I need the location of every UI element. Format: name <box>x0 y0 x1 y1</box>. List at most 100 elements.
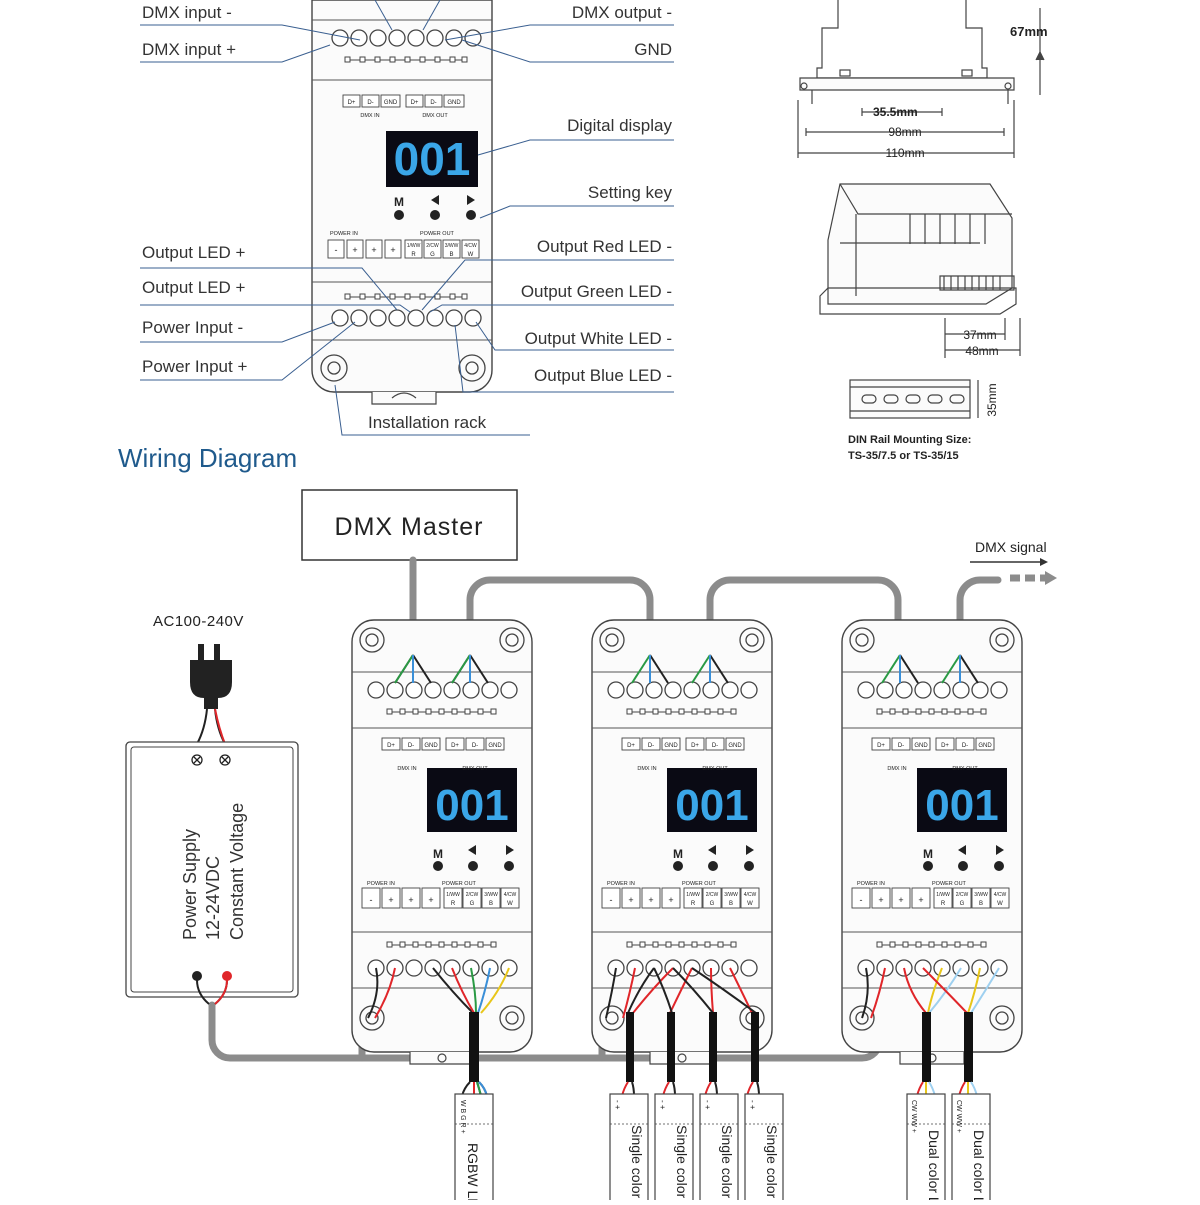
dmx-terminal-2-2: GND <box>664 743 678 749</box>
label-output-white: Output White LED - <box>525 329 672 348</box>
key-m-3: M <box>923 847 933 861</box>
led-strip-single-4 <box>744 1093 784 1205</box>
dim-48mm: 48mm <box>965 344 998 358</box>
strip-pins-single-4: - + <box>748 1100 757 1110</box>
dmx-out-1: DMX OUT <box>462 766 488 772</box>
dim-35-5mm: 35.5mm <box>873 105 918 119</box>
dim-37mm: 37mm <box>963 328 996 342</box>
dmx-terminal-2-0: D+ <box>627 743 635 749</box>
channel-3-2: 3/WW <box>974 892 988 898</box>
psu-line1: Power Supply <box>180 829 200 940</box>
label-power-input-plus: Power Input + <box>142 357 247 376</box>
strip-pins-rgbw: W B G R + <box>459 1100 466 1134</box>
dmx-terminal-1-1: D- <box>408 743 414 749</box>
power-terminal-3-2: + <box>898 895 903 905</box>
strip-label-dual-1: Dual color L <box>926 1130 942 1200</box>
top-dmx-out: DMX OUT <box>422 113 448 119</box>
channel-1-1: 2/CW <box>466 892 479 898</box>
dmx-terminal-3-1: D- <box>898 743 904 749</box>
top-dmx-terminal-0: D+ <box>348 100 356 106</box>
psu-line3: Constant Voltage <box>227 803 247 940</box>
channel-3-0: 1/WW <box>936 892 950 898</box>
top-power-terminal-2: + <box>371 245 376 255</box>
channel-letter-3-2: B <box>979 901 983 907</box>
dmx-terminal-1-5: GND <box>488 743 502 749</box>
dmx-terminal-2-3: D+ <box>691 743 699 749</box>
top-dmx-terminal-4: D- <box>430 100 436 106</box>
wiring-diagram <box>125 489 1057 1205</box>
key-m-1: M <box>433 847 443 861</box>
dmx-in-2: DMX IN <box>637 766 656 772</box>
power-out-2: POWER OUT <box>682 881 717 887</box>
top-power-terminal-3: + <box>390 245 395 255</box>
strip-pins-dual-2: CW WW + <box>955 1100 962 1133</box>
channel-letter-1-1: G <box>470 901 475 907</box>
top-channel-3: 4/CW <box>464 243 477 249</box>
dmx-terminal-1-0: D+ <box>387 743 395 749</box>
label-setting-key: Setting key <box>588 183 673 202</box>
top-channel-letter-2: B <box>449 252 453 258</box>
top-display-digits: 001 <box>394 133 471 185</box>
top-dmx-terminal-3: D+ <box>411 100 419 106</box>
power-out-1: POWER OUT <box>442 881 477 887</box>
label-power-input-minus: Power Input - <box>142 318 243 337</box>
top-channel-0: 1/WW <box>407 243 421 249</box>
dmx-terminal-2-1: D- <box>648 743 654 749</box>
channel-letter-3-1: G <box>960 901 965 907</box>
channel-1-0: 1/WW <box>446 892 460 898</box>
label-digital-display: Digital display <box>567 116 672 135</box>
strip-label-rgbw: RGBW LE <box>465 1143 481 1200</box>
strip-label-dual-2: Dual color L <box>971 1130 987 1200</box>
din-rail-line2: TS-35/7.5 or TS-35/15 <box>848 450 959 462</box>
strip-label-single-4: Single color L <box>764 1125 780 1200</box>
top-channel-2: 3/WW <box>445 243 459 249</box>
dmx-terminal-2-4: D- <box>712 743 718 749</box>
strip-pins-single-2: - + <box>658 1100 667 1110</box>
top-dmx-terminal-5: GND <box>447 100 461 106</box>
top-dmx-terminal-1: D- <box>367 100 373 106</box>
top-dmx-in: DMX IN <box>360 113 379 119</box>
channel-2-3: 4/CW <box>744 892 757 898</box>
power-terminal-1-2: + <box>408 895 413 905</box>
label-installation-rack: Installation rack <box>368 413 487 432</box>
label-dmx-input-plus: DMX input + <box>142 40 236 59</box>
top-power-out: POWER OUT <box>420 231 455 237</box>
top-channel-letter-3: W <box>468 252 474 258</box>
channel-letter-3-3: W <box>997 901 1003 907</box>
channel-letter-2-1: G <box>710 901 715 907</box>
dmx-terminal-3-0: D+ <box>877 743 885 749</box>
top-channel-letter-0: R <box>411 252 416 258</box>
dim-35mm: 35mm <box>985 383 999 416</box>
top-channel-letter-1: G <box>430 252 435 258</box>
power-terminal-2-1: + <box>628 895 633 905</box>
power-in-3: POWER IN <box>857 881 885 887</box>
power-terminal-3-3: + <box>918 895 923 905</box>
top-channel-1: 2/CW <box>426 243 439 249</box>
channel-3-1: 2/CW <box>956 892 969 898</box>
channel-2-0: 1/WW <box>686 892 700 898</box>
top-key-m: M <box>394 195 404 209</box>
dmx-terminal-2-5: GND <box>728 743 742 749</box>
strip-label-single-2: Single color L <box>674 1125 690 1200</box>
display-digits-1: 001 <box>435 781 508 830</box>
dimension-drawings <box>797 0 1045 419</box>
channel-letter-3-0: R <box>941 901 946 907</box>
power-in-2: POWER IN <box>607 881 635 887</box>
top-device-diagram <box>140 0 674 436</box>
label-dmx-output-minus: DMX output - <box>572 3 672 22</box>
label-gnd: GND <box>634 40 672 59</box>
psu-line2: 12-24VDC <box>203 856 223 940</box>
led-strip-rgbw <box>454 1093 494 1205</box>
label-dmx-input-minus: DMX input - <box>142 3 232 22</box>
dmx-master-label: DMX Master <box>335 513 484 541</box>
key-m-2: M <box>673 847 683 861</box>
power-out-3: POWER OUT <box>932 881 967 887</box>
strip-pins-dual-1: CW WW + <box>910 1100 917 1133</box>
channel-2-1: 2/CW <box>706 892 719 898</box>
power-terminal-1-3: + <box>428 895 433 905</box>
display-digits-3: 001 <box>925 781 998 830</box>
dmx-terminal-1-2: GND <box>424 743 438 749</box>
dim-110mm: 110mm <box>885 146 924 160</box>
